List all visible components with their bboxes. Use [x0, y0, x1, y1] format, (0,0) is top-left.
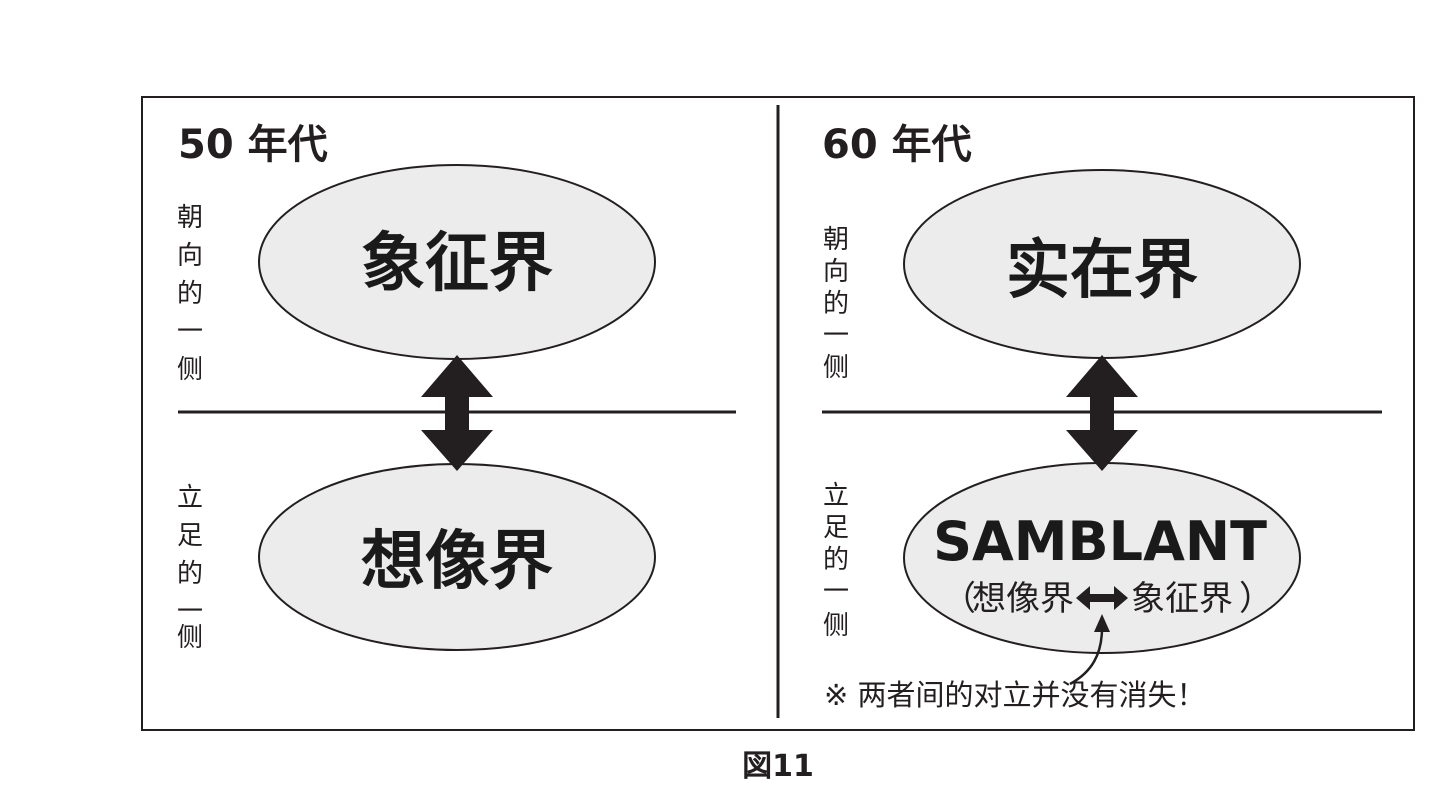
right-bottom-realm-label: SAMBLANT — [933, 510, 1267, 573]
left-side-bottom-char: 一 — [177, 597, 203, 627]
left-side-bottom-char: 侧 — [177, 623, 203, 653]
right-side-bottom-char: 一 — [823, 577, 849, 607]
right-side-bottom-char: 侧 — [823, 611, 849, 641]
right-note: ※ 两者间的对立并没有消失！ — [824, 678, 1206, 712]
right-top-realm-label: 实在界 — [1006, 234, 1198, 308]
right-heading: 60 年代 — [822, 122, 972, 168]
right-side-top-char: 侧 — [823, 353, 849, 383]
left-bottom-realm-label: 想像界 — [361, 525, 553, 599]
right-panel: 60 年代 朝 向 的 一 侧 立 足 的 一 侧 实在界 SAMBLANT （… — [822, 122, 1382, 712]
left-side-bottom-char: 立 — [177, 483, 203, 513]
figure-caption: 図11 — [742, 749, 814, 784]
left-side-top-char: 一 — [177, 317, 203, 347]
right-side-top-char: 一 — [823, 321, 849, 351]
right-side-top-char: 向 — [823, 257, 849, 287]
right-sub-open-paren: （ — [942, 579, 976, 619]
right-side-top-char: 的 — [823, 289, 849, 319]
right-double-arrow-icon — [1066, 355, 1138, 471]
right-side-bottom-char: 足 — [823, 513, 849, 543]
right-sub-close-paren: ） — [1239, 579, 1273, 619]
right-sub-right-label: 象征界 — [1131, 579, 1233, 619]
left-side-top-char: 向 — [177, 241, 203, 271]
right-curved-pointer-arrow — [1069, 627, 1104, 686]
right-sub-small-double-arrow-icon — [1076, 586, 1128, 610]
left-side-bottom-char: 足 — [177, 521, 203, 551]
right-side-bottom-char: 的 — [823, 545, 849, 575]
right-curved-pointer-arrowhead-icon — [1094, 614, 1110, 632]
left-side-top-char: 侧 — [177, 355, 203, 385]
left-double-arrow-icon — [421, 355, 493, 471]
left-panel: 50 年代 朝 向 的 一 侧 立 足 的 一 侧 象征界 想像界 — [177, 122, 736, 653]
right-side-top-char: 朝 — [823, 225, 849, 255]
left-side-top-char: 朝 — [177, 203, 203, 233]
right-sub-left-label: 想像界 — [972, 579, 1074, 619]
left-heading: 50 年代 — [178, 122, 328, 168]
left-side-top-char: 的 — [177, 279, 203, 309]
right-side-bottom-char: 立 — [823, 481, 849, 511]
left-top-realm-label: 象征界 — [361, 227, 553, 301]
left-side-bottom-char: 的 — [177, 559, 203, 589]
